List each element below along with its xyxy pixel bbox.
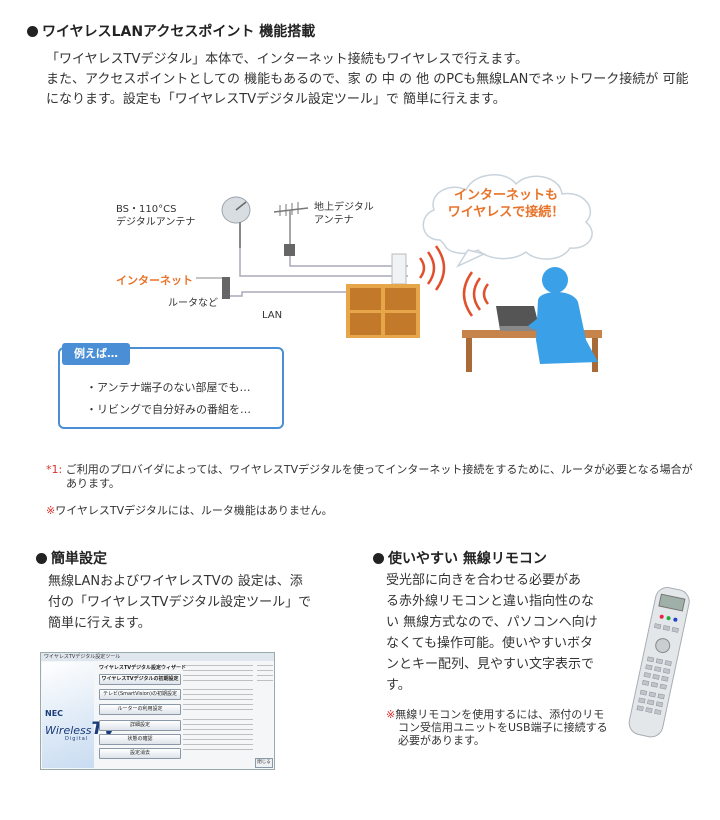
tv-device-icon bbox=[346, 253, 420, 338]
wireless-signal-icon bbox=[418, 245, 490, 317]
speech-bubble-icon bbox=[422, 174, 593, 268]
tool-status-button[interactable]: 状態の確認 bbox=[99, 734, 181, 745]
tool-description-text bbox=[257, 665, 273, 681]
tool-initial-setup-button[interactable]: ワイヤレスTVデジタルの初期設定 bbox=[99, 674, 181, 685]
section2-body: 無線LANおよびワイヤレスTVの 設定は、添 付の「ワイヤレスTVデジタル設定ツ… bbox=[48, 574, 312, 631]
lan-label: LAN bbox=[262, 310, 283, 321]
note-2: ※ワイヤレスTVデジタルには、ルータ機能はありません。 bbox=[46, 504, 333, 517]
tool-clear-button[interactable]: 設定消去 bbox=[99, 748, 181, 759]
bubble-text: インターネットも ワイヤレスで接続！ bbox=[447, 188, 565, 220]
bullet-icon bbox=[36, 553, 47, 564]
bullet-icon bbox=[27, 26, 38, 37]
router-label: ルータなど bbox=[168, 298, 218, 309]
remote-control-icon bbox=[628, 587, 690, 738]
tool-smartvision-button[interactable]: テレビ(SmartVision)の初期設定 bbox=[99, 689, 181, 700]
example-item: ・アンテナ端子のない部屋でも… bbox=[86, 381, 251, 394]
nec-logo: NEC bbox=[45, 709, 64, 718]
laptop-user-icon bbox=[462, 267, 602, 372]
tool-brand-panel bbox=[42, 662, 94, 768]
bs-antenna-label: BS・110°CS デジタルアンテナ bbox=[116, 204, 196, 228]
section3-note: ※無線リモコンを使用するには、添付のリモ コン受信用ユニットをUSB端子に接続す… bbox=[386, 708, 608, 747]
note-1: *1: ご利用のプロバイダによっては、ワイヤレスTVデジタルを使ってインターネッ… bbox=[46, 463, 693, 490]
tool-router-button[interactable]: ルーターの利用設定 bbox=[99, 704, 181, 715]
digital-logo: Digital bbox=[65, 736, 89, 742]
example-tab: 例えば… bbox=[62, 343, 130, 365]
section1-heading: ワイヤレスLANアクセスポイント 機能搭載 bbox=[27, 21, 315, 41]
tool-close-button[interactable]: 閉じる bbox=[255, 758, 273, 768]
router-icon bbox=[222, 277, 230, 299]
example-item: ・リビングで自分好みの番組を… bbox=[86, 403, 251, 416]
tool-description-text bbox=[183, 719, 253, 753]
tool-advanced-button[interactable]: 詳細設定 bbox=[99, 720, 181, 731]
tv-antenna-icon bbox=[273, 202, 309, 256]
tool-description-text bbox=[183, 665, 253, 685]
tool-description-text bbox=[183, 689, 253, 711]
section2-heading: 簡単設定 bbox=[36, 548, 107, 568]
section1-body: 「ワイヤレスTVデジタル」本体で、インターネット接続もワイヤレスで行えます。 ま… bbox=[46, 52, 689, 107]
tool-wizard-label: ワイヤレスTVデジタル設定ウィザード bbox=[99, 665, 187, 671]
section3-heading: 使いやすい 無線リモコン bbox=[373, 548, 547, 568]
bullet-icon bbox=[373, 553, 384, 564]
internet-label: インターネット bbox=[116, 274, 193, 287]
terrestrial-antenna-label: 地上デジタル アンテナ bbox=[314, 202, 374, 226]
network-diagram bbox=[196, 174, 602, 372]
section3-body: 受光部に向きを合わせる必要があ る赤外線リモコンと違い指向性のな い 無線方式な… bbox=[386, 573, 598, 693]
setup-tool-screenshot: ワイヤレスTVデジタル設定ツール NEC WirelessTV Digital … bbox=[40, 652, 275, 770]
satellite-dish-icon bbox=[221, 196, 251, 248]
tool-title: ワイヤレスTVデジタル設定ツール bbox=[41, 653, 274, 661]
